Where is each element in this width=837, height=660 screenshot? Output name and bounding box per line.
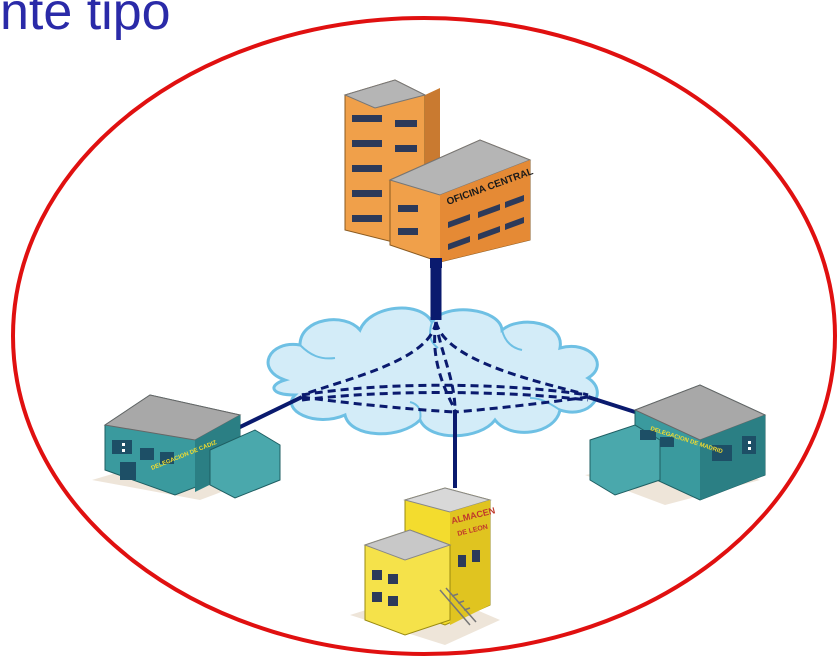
network-boundary-ellipse [11,16,837,656]
branch-building-icon-right [585,384,767,505]
branch-building-icon-left [92,394,281,500]
network-links [237,266,636,488]
link-right [587,395,636,414]
network-cloud-icon [266,306,599,438]
office-building-icon [343,79,532,268]
page-title: nte tipo [0,0,171,41]
cloud-dashed-links [301,321,589,414]
warehouse-building-icon [350,487,500,645]
link-left [237,395,303,430]
